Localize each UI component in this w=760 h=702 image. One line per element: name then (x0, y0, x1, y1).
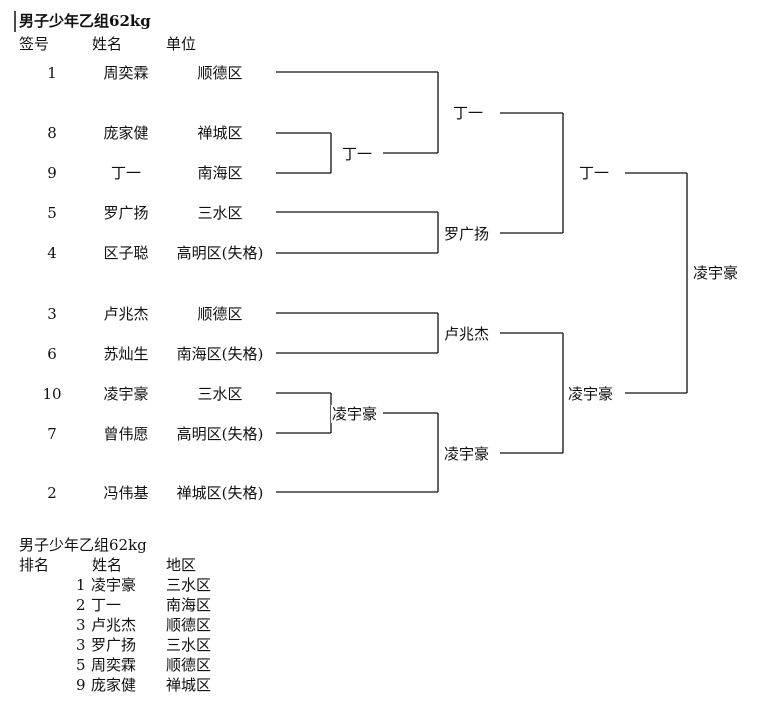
ranking-title: 男子少年乙组62kg (19, 536, 147, 554)
entry-unit: 南海区 (197, 164, 243, 182)
ranking-region: 顺德区 (166, 656, 212, 674)
entry-name: 苏灿生 (103, 345, 149, 363)
ranking-header-region: 地区 (166, 556, 197, 574)
entry-name: 区子聪 (103, 244, 149, 262)
header-seed: 签号 (19, 35, 50, 53)
winner-round1-a: 丁一 (341, 145, 374, 163)
ranking-region: 顺德区 (166, 616, 212, 634)
entry-unit: 高明区(失格) (176, 244, 264, 262)
ranking-rank: 3 (76, 636, 86, 654)
ranking-name: 周奕霖 (91, 656, 137, 674)
entry-name: 丁一 (110, 164, 141, 182)
ranking-rank: 5 (76, 656, 86, 674)
winner-round1-b: 凌宇豪 (331, 405, 379, 423)
ranking-region: 南海区 (166, 596, 212, 614)
entry-seed: 2 (47, 484, 57, 502)
entry-name: 卢兆杰 (103, 305, 149, 323)
ranking-header-rank: 排名 (19, 556, 50, 574)
ranking-rank: 3 (76, 616, 86, 634)
entry-name: 周奕霖 (103, 64, 149, 82)
winner-round2-a: 丁一 (452, 104, 485, 122)
entry-unit: 三水区 (197, 204, 243, 222)
entry-unit: 禅城区 (197, 124, 243, 142)
ranking-name: 庞家健 (91, 676, 137, 694)
entry-name: 冯伟基 (103, 484, 149, 502)
entry-seed: 5 (47, 204, 57, 222)
entry-seed: 3 (47, 305, 57, 323)
entry-seed: 1 (47, 64, 57, 82)
ranking-header-name: 姓名 (92, 556, 123, 574)
ranking-region: 三水区 (166, 636, 212, 654)
entry-unit: 南海区(失格) (176, 345, 264, 363)
entry-seed: 7 (47, 425, 57, 443)
entry-name: 罗广扬 (103, 204, 149, 222)
header-unit: 单位 (166, 35, 197, 53)
champion: 凌宇豪 (692, 264, 740, 282)
entry-unit: 顺德区 (197, 305, 243, 323)
ranking-rank: 1 (76, 576, 86, 594)
entry-unit: 禅城区(失格) (176, 484, 264, 502)
ranking-name: 丁一 (91, 596, 122, 614)
winner-round2-d: 凌宇豪 (443, 445, 491, 463)
entry-unit: 三水区 (197, 385, 243, 403)
entry-seed: 6 (47, 345, 57, 363)
ranking-rank: 9 (76, 676, 86, 694)
ranking-rank: 2 (76, 596, 86, 614)
entry-name: 庞家健 (103, 124, 149, 142)
winner-semi-b: 凌宇豪 (567, 385, 615, 403)
entry-seed: 4 (47, 244, 57, 262)
ranking-name: 罗广扬 (91, 636, 137, 654)
entry-seed: 10 (42, 385, 62, 403)
winner-round2-b: 罗广扬 (443, 225, 491, 243)
entry-seed: 8 (47, 124, 57, 142)
entry-seed: 9 (47, 164, 57, 182)
header-name: 姓名 (92, 35, 123, 53)
ranking-region: 禅城区 (166, 676, 212, 694)
winner-round2-c: 卢兆杰 (443, 325, 491, 343)
entry-name: 曾伟愿 (103, 425, 149, 443)
ranking-name: 凌宇豪 (91, 576, 137, 594)
entry-name: 凌宇豪 (103, 385, 149, 403)
ranking-region: 三水区 (166, 576, 212, 594)
entry-unit: 高明区(失格) (176, 425, 264, 443)
winner-semi-a: 丁一 (578, 164, 611, 182)
entry-unit: 顺德区 (197, 64, 243, 82)
ranking-name: 卢兆杰 (91, 616, 137, 634)
page-title: 男子少年乙组62kg (19, 12, 151, 30)
